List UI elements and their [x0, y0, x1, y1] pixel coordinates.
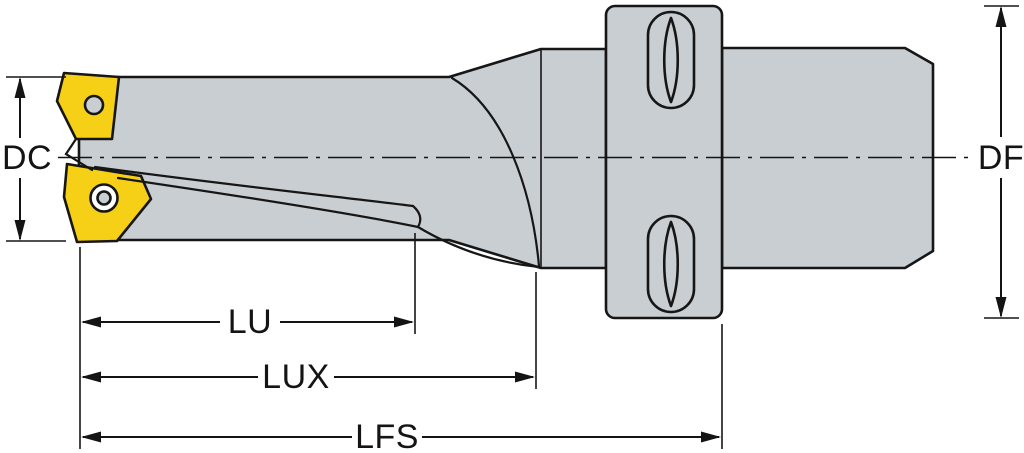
- insert-top-screw-hole: [83, 94, 105, 116]
- drill-tool: [55, 4, 935, 320]
- lu-arrow-left: [81, 316, 101, 328]
- lux-label-background: [258, 358, 334, 396]
- flange-slot-top-lens: [662, 16, 680, 104]
- flute-runout-curve: [416, 225, 541, 269]
- lfs-label-background: [352, 418, 422, 453]
- lux-dimension: LUX: [81, 358, 535, 396]
- flange-slot-bottom-lens: [662, 220, 680, 308]
- insert-bottom-screw-hole-inner: [96, 190, 112, 206]
- df-arrow-down: [995, 297, 1007, 318]
- dc-dimension: DC: [0, 76, 66, 242]
- flute-helix-curve: [450, 76, 541, 268]
- lfs-arrow-right: [701, 431, 721, 443]
- dc-label: DC: [2, 139, 52, 177]
- df-arrow-up: [995, 6, 1007, 27]
- lfs-arrow-left: [81, 431, 101, 443]
- lu-label: LU: [228, 303, 272, 341]
- flute-edge-upper: [93, 165, 415, 208]
- df-label-background: [973, 137, 1024, 178]
- df-label: DF: [978, 139, 1024, 177]
- dc-arrow-up: [14, 77, 26, 98]
- lux-arrow-left: [81, 371, 101, 383]
- lu-label-background: [220, 303, 280, 341]
- drill-front-body: [77, 47, 608, 270]
- lfs-label: LFS: [355, 418, 419, 453]
- lux-arrow-right: [515, 371, 535, 383]
- dc-arrow-down: [14, 220, 26, 241]
- flute-end-curve: [411, 204, 422, 229]
- df-dimension: DF: [973, 5, 1024, 319]
- lfs-dimension: LFS: [81, 418, 721, 453]
- dc-label-background: [0, 138, 56, 178]
- tip-edge: [64, 137, 94, 172]
- lu-dimension: LU: [81, 303, 414, 341]
- lu-arrow-right: [394, 316, 414, 328]
- lux-label: LUX: [262, 358, 330, 396]
- flute-edge-lower: [116, 176, 420, 229]
